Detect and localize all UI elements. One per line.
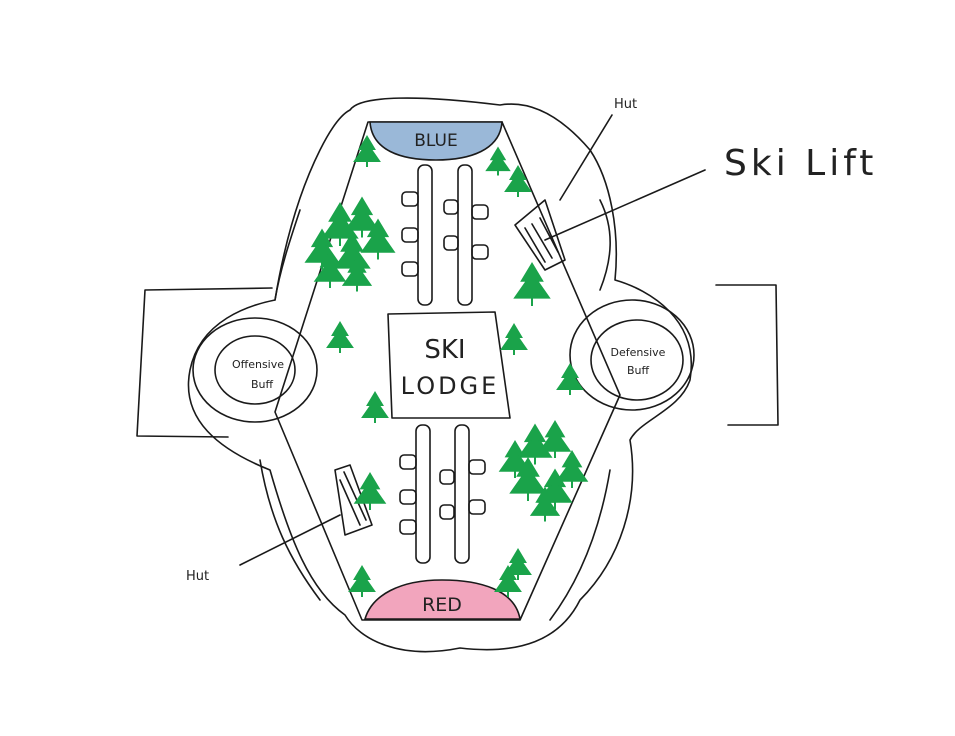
offensive-buff-label-1: Offensive: [232, 358, 284, 371]
ski-lift-track-top: [401, 164, 489, 306]
lodge-label-1: SKI: [424, 335, 465, 365]
red-base-label: RED: [422, 594, 462, 616]
ski-lodge: [387, 311, 511, 419]
pine-tree-icon: [341, 256, 373, 292]
blue-base: [369, 121, 503, 161]
pine-tree-icon: [509, 457, 547, 501]
left-bracket: [136, 287, 273, 438]
offensive-buff-label-2: Buff: [251, 378, 274, 391]
ski-lift-pointer: [544, 169, 706, 241]
hut-top: [514, 199, 566, 271]
pine-tree-icon: [321, 202, 359, 246]
pine-tree-icon: [517, 423, 553, 465]
pine-tree-icon: [556, 363, 584, 395]
defensive-buff-label-2: Buff: [627, 364, 650, 377]
ski-lift-label: Ski Lift: [724, 143, 877, 184]
defensive-buff-inner: [590, 319, 684, 401]
pine-tree-icon: [538, 420, 572, 458]
hut-bottom-label: Hut: [186, 569, 209, 584]
pine-tree-icon: [348, 565, 376, 597]
rock-outline: [187, 97, 693, 653]
pine-tree-icon: [555, 450, 589, 488]
pine-tree-icon: [500, 323, 528, 355]
rock-detail: [259, 199, 611, 621]
offensive-buff-area: [192, 317, 318, 423]
pine-tree-icon: [361, 391, 389, 423]
pine-tree-icon: [494, 565, 522, 597]
lodge-label-2: LODGE: [401, 372, 500, 400]
pine-tree-icon: [513, 262, 551, 306]
red-base: [363, 579, 521, 620]
hut-bottom: [334, 464, 373, 536]
pine-tree-icon: [485, 146, 511, 176]
hut-top-pointer: [559, 114, 613, 201]
pine-tree-icon: [313, 250, 347, 288]
defensive-buff-label-1: Defensive: [611, 346, 666, 359]
pine-tree-icon: [353, 472, 387, 510]
blue-base-label: BLUE: [414, 131, 457, 151]
pine-tree-icon: [360, 218, 396, 260]
pine-tree-icon: [529, 486, 561, 522]
right-bracket: [715, 284, 779, 426]
trees: [304, 135, 589, 597]
pine-tree-icon: [326, 321, 354, 353]
hut-top-label: Hut: [614, 97, 637, 112]
offensive-buff-inner: [214, 335, 296, 405]
pine-tree-icon: [344, 196, 380, 238]
pine-tree-icon: [353, 135, 381, 167]
hut-bottom-pointer: [239, 514, 341, 566]
defensive-buff-area: [569, 299, 695, 411]
ski-lift-track-bottom: [399, 424, 486, 564]
pine-tree-icon: [504, 165, 532, 197]
